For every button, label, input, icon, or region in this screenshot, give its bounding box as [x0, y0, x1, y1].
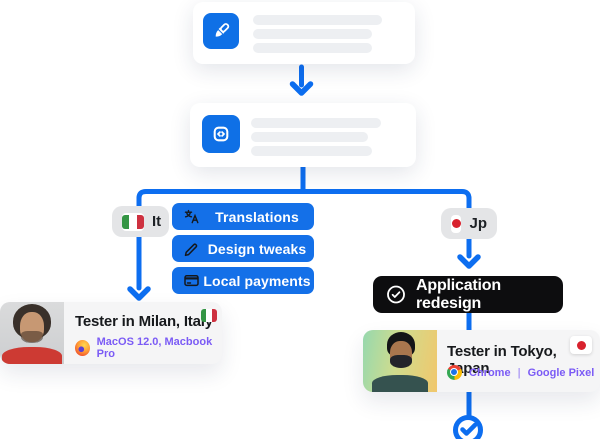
- task-button-design-tweaks[interactable]: Design tweaks: [172, 235, 314, 262]
- italy-flag-icon: [201, 309, 217, 322]
- separator: |: [517, 366, 521, 379]
- check-circle-end-icon: [453, 415, 483, 439]
- tester-browser: Chrome: [469, 366, 511, 379]
- paintbrush-icon: [203, 13, 239, 49]
- skeleton-line: [253, 15, 382, 25]
- arrow-down-icon: [127, 286, 151, 301]
- japan-flag-icon: [451, 214, 462, 233]
- tester-device: Google Pixel: [527, 366, 595, 379]
- tester-environment: MacOS 12.0, Macbook Pro: [96, 336, 213, 360]
- arrow-down-icon: [457, 254, 481, 269]
- task-pill-application-redesign[interactable]: Application redesign: [373, 276, 563, 313]
- tester-card-tokyo[interactable]: Tester in Tokyo, Japan Chrome | Google P…: [363, 330, 600, 392]
- country-badge-italy: It: [112, 206, 169, 237]
- skeleton-line: [253, 29, 372, 39]
- tester-photo-tokyo: [363, 330, 437, 392]
- task-button-translations[interactable]: Translations: [172, 203, 314, 230]
- firefox-icon: [75, 340, 90, 356]
- japan-flag-icon: [570, 336, 592, 354]
- code-icon: [202, 115, 240, 153]
- translate-icon: [184, 209, 199, 224]
- credit-card-icon: [184, 275, 199, 287]
- pen-icon: [184, 243, 198, 257]
- arrow-down-icon: [289, 81, 314, 96]
- skeleton-line: [251, 146, 372, 156]
- badge-label: It: [152, 213, 162, 230]
- tester-photo-milan: [0, 302, 64, 364]
- badge-label: Jp: [469, 215, 487, 232]
- task-label: Local payments: [203, 272, 311, 289]
- task-label: Design tweaks: [207, 240, 307, 257]
- step-card-design: [193, 2, 415, 64]
- check-circle-icon: [387, 285, 405, 304]
- country-badge-japan: Jp: [441, 208, 497, 239]
- task-button-local-payments[interactable]: Local payments: [172, 267, 314, 294]
- skeleton-line: [253, 43, 372, 53]
- task-label: Translations: [215, 208, 299, 225]
- tester-title: Tester in Milan, Italy: [75, 313, 213, 330]
- tester-card-milan[interactable]: Tester in Milan, Italy MacOS 12.0, Macbo…: [0, 302, 222, 364]
- task-label: Application redesign: [416, 276, 501, 312]
- skeleton-line: [251, 132, 368, 142]
- skeleton-line: [251, 118, 381, 128]
- italy-flag-icon: [122, 212, 144, 231]
- chrome-icon: [447, 365, 462, 380]
- step-card-code: [190, 103, 416, 167]
